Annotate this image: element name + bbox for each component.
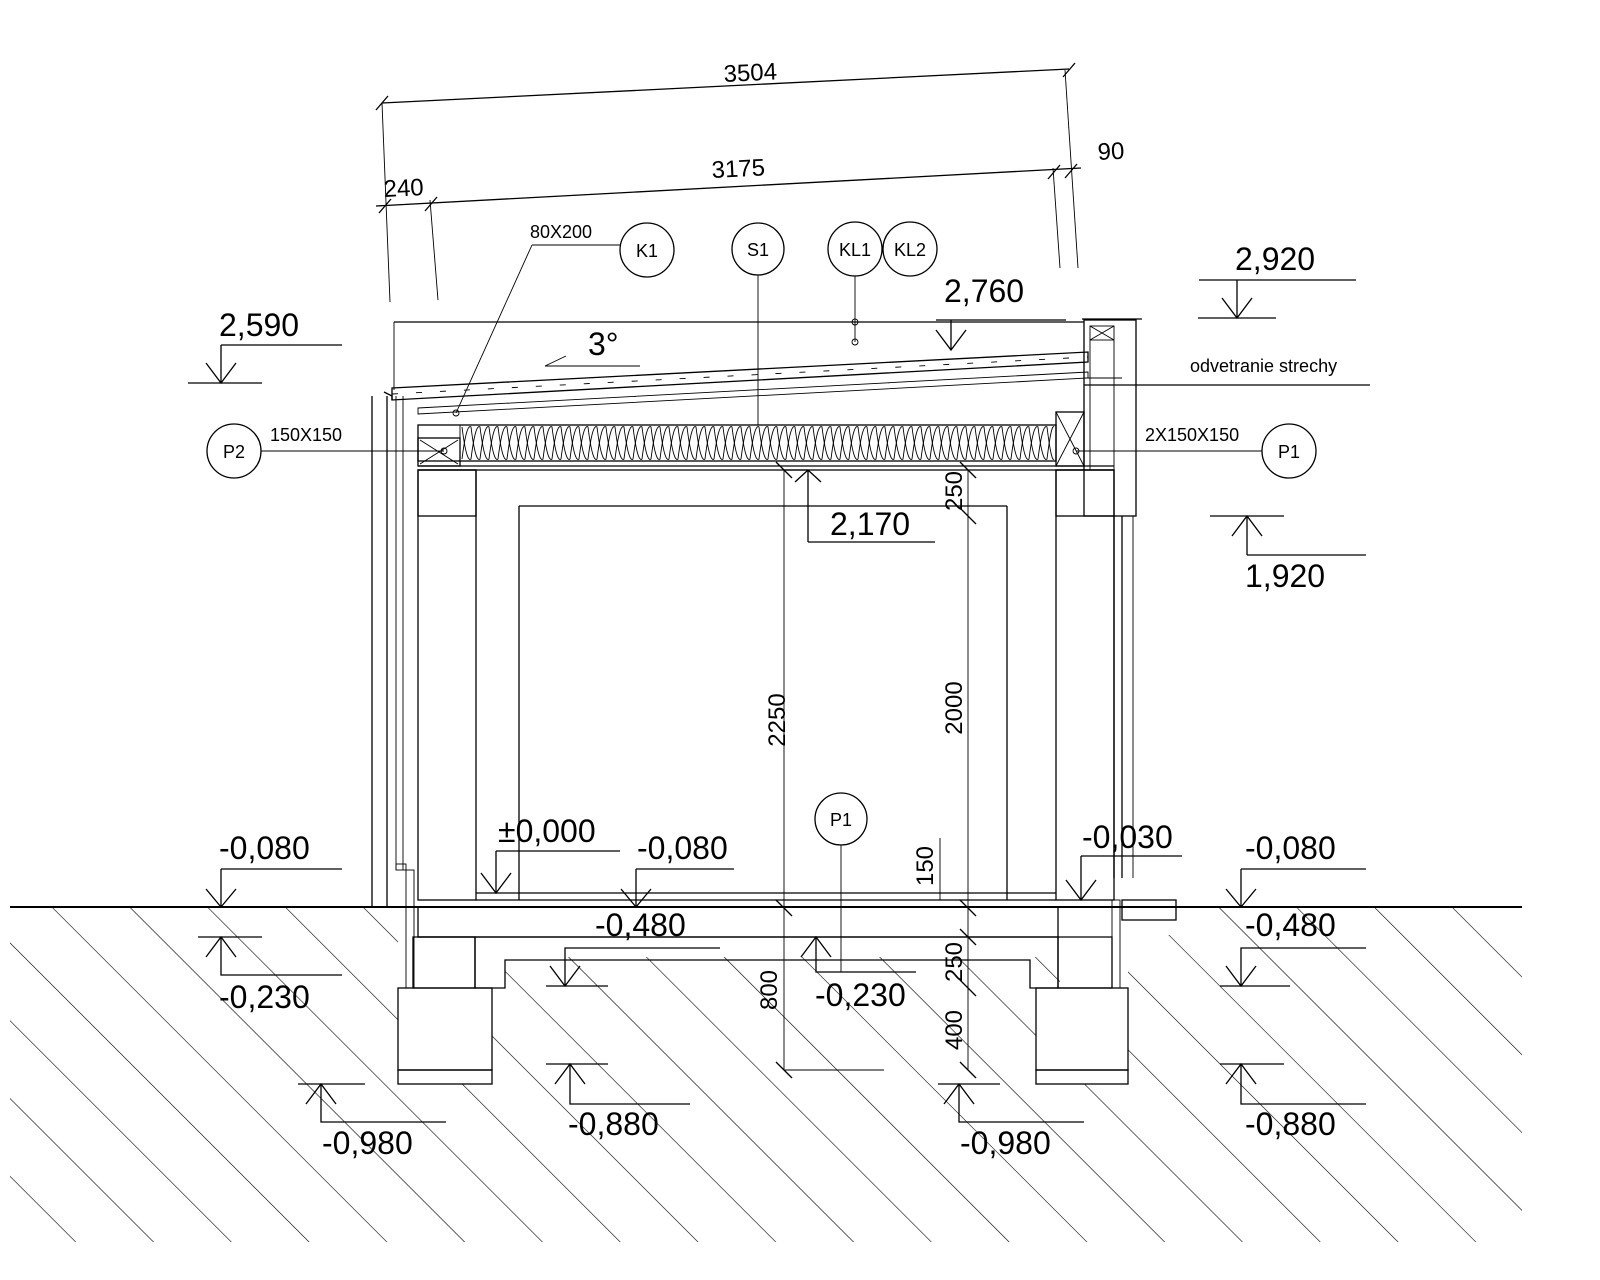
vdim-gravel: 250 — [941, 942, 968, 982]
level-terrain-right: -0,080 — [1245, 830, 1336, 866]
level-foot-mid-b: -0,980 — [960, 1125, 1051, 1161]
label-beam-size: 80X200 — [530, 222, 592, 242]
level-lintel: 1,920 — [1245, 558, 1325, 594]
tag-k1: K1 — [636, 241, 658, 261]
roof — [383, 321, 1370, 471]
tag-kl1: KL1 — [839, 240, 871, 260]
dim-overhang: 90 — [1097, 138, 1125, 166]
level-roof-left: 2,590 — [219, 307, 299, 343]
level-ceiling: 2,170 — [830, 506, 910, 542]
label-roof-slope: 3° — [588, 326, 619, 362]
tag-s1: S1 — [747, 240, 769, 260]
label-right-post-size: 2X150X150 — [1145, 425, 1239, 445]
level-roof-mid: 2,760 — [944, 273, 1024, 309]
foundation — [397, 869, 1180, 1085]
label-left-post-size: 150X150 — [270, 425, 342, 445]
label-ventilation: odvetranie strechy — [1190, 356, 1337, 376]
level-gravel-right: -0,480 — [1245, 907, 1336, 943]
tag-kl2: KL2 — [894, 240, 926, 260]
level-foot-left: -0,980 — [322, 1125, 413, 1161]
tag-p1-right: P1 — [1278, 442, 1300, 462]
vdim-door-height: 2000 — [941, 681, 968, 734]
level-terrain-left: -0,080 — [219, 830, 310, 866]
walls — [371, 318, 1142, 907]
level-floor-inner: -0,080 — [637, 830, 728, 866]
tags: K1 80X200 S1 KL1 KL2 P2 150X150 P1 2X150… — [206, 221, 1337, 973]
top-dimensions: 3504 240 3175 90 — [375, 58, 1125, 303]
vdim-footing-top: 400 — [941, 1010, 968, 1050]
vdim-slab: 150 — [912, 846, 939, 886]
dim-overall: 3504 — [723, 58, 778, 88]
door-opening — [476, 505, 1056, 901]
level-slab-bottom-left: -0,230 — [219, 979, 310, 1015]
vertical-dimensions: 2250 2000 250 150 250 400 800 — [756, 461, 977, 1079]
vdim-lintel-depth: 250 — [941, 471, 968, 511]
dim-span: 3175 — [711, 154, 766, 184]
level-terrain-step: -0,030 — [1082, 819, 1173, 855]
level-slab-bottom-mid: -0,230 — [815, 977, 906, 1013]
level-roof-right: 2,920 — [1235, 241, 1315, 277]
level-foot-mid-a: -0,880 — [568, 1106, 659, 1142]
level-floor: ±0,000 — [498, 813, 596, 849]
tag-p1-floor: P1 — [830, 810, 852, 830]
vdim-clear-height: 2250 — [764, 693, 791, 746]
level-foot-right: -0,880 — [1245, 1106, 1336, 1142]
tag-p2: P2 — [223, 442, 245, 462]
roof-insulation — [461, 426, 1055, 460]
vdim-footing: 800 — [756, 970, 783, 1010]
level-markers: 2,590 2,760 2,920 2,170 1,920 ±0,000 -0,… — [188, 241, 1366, 1161]
dim-wall: 240 — [383, 174, 424, 203]
level-gravel-mid: -0,480 — [595, 907, 686, 943]
soil — [10, 907, 1522, 1242]
